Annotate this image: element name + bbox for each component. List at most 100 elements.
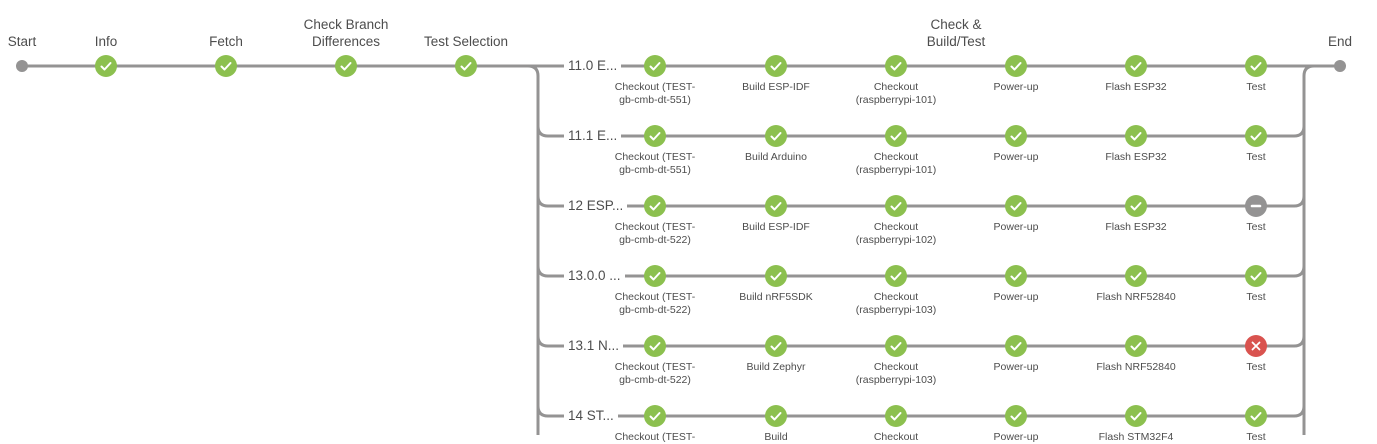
check-icon [220, 62, 232, 71]
step-status-node[interactable] [1125, 55, 1147, 77]
step-label: Test [1246, 221, 1266, 233]
step-status-node[interactable] [885, 405, 907, 427]
step-label: Checkout(raspberrypi-103) [855, 291, 937, 316]
step-status-node[interactable] [644, 335, 666, 357]
step-label: Build Zephyr [746, 361, 806, 373]
branch-label[interactable]: 13.0.0 ... [564, 267, 625, 284]
check-icon [770, 342, 782, 351]
step-status-node[interactable] [1005, 265, 1027, 287]
step-status-node[interactable] [1245, 195, 1267, 217]
branch-label[interactable]: 11.0 E... [564, 57, 622, 74]
step-label: Build ESP-IDF [742, 221, 810, 233]
step-status-node[interactable] [885, 195, 907, 217]
check-icon [1130, 412, 1142, 421]
step-label: Checkout(raspberrypi-101) [855, 151, 937, 176]
check-icon [1010, 202, 1022, 211]
step-status-node[interactable] [885, 265, 907, 287]
step-status-node[interactable] [644, 265, 666, 287]
step-label: Checkout(raspberrypi-101) [855, 81, 937, 106]
stage-title: End [1327, 34, 1353, 49]
step-status-node[interactable] [765, 405, 787, 427]
step-status-node[interactable] [1245, 55, 1267, 77]
stage-status-node[interactable] [215, 55, 237, 77]
step-status-node[interactable] [1005, 125, 1027, 147]
step-label: Power-up [993, 81, 1039, 93]
step-label: Build ESP-IDF [742, 81, 810, 93]
check-icon [770, 202, 782, 211]
step-status-node[interactable] [1245, 335, 1267, 357]
step-label: Checkout [873, 431, 919, 443]
step-status-node[interactable] [1005, 335, 1027, 357]
check-icon [890, 132, 902, 141]
pipeline-graph: 11.0 E... Checkout (TEST-gb-cmb-dt-551) Bu… [7, 17, 1353, 443]
step-label: Flash ESP32 [1105, 221, 1167, 233]
step-status-node[interactable] [885, 335, 907, 357]
stage-status-node[interactable] [335, 55, 357, 77]
check-icon [1130, 272, 1142, 281]
step-status-node[interactable] [765, 335, 787, 357]
step-label: Checkout (TEST-gb-cmb-dt-551) [614, 81, 696, 106]
check-icon [770, 412, 782, 421]
step-status-node[interactable] [1245, 405, 1267, 427]
step-status-node[interactable] [1125, 195, 1147, 217]
check-icon [1250, 272, 1262, 281]
step-status-node[interactable] [765, 125, 787, 147]
check-icon [1130, 132, 1142, 141]
step-status-node[interactable] [1125, 125, 1147, 147]
step-status-node[interactable] [1245, 265, 1267, 287]
step-status-node[interactable] [1005, 55, 1027, 77]
check-icon [460, 62, 472, 71]
step-label: Flash ESP32 [1105, 81, 1167, 93]
check-icon [1010, 342, 1022, 351]
branch-label[interactable]: 12 ESP... [564, 197, 628, 214]
step-status-node[interactable] [1125, 335, 1147, 357]
check-icon [1250, 62, 1262, 71]
branch-label[interactable]: 11.1 E... [564, 127, 622, 144]
check-icon [890, 272, 902, 281]
step-status-node[interactable] [1125, 405, 1147, 427]
step-status-node[interactable] [885, 55, 907, 77]
step-status-node[interactable] [765, 265, 787, 287]
minus-icon [1250, 204, 1262, 208]
check-icon [649, 202, 661, 211]
check-icon [649, 62, 661, 71]
check-icon [1010, 62, 1022, 71]
branch-label[interactable]: 14 ST... [564, 407, 618, 424]
check-icon [890, 342, 902, 351]
check-icon [770, 132, 782, 141]
check-icon [649, 132, 661, 141]
step-label: Power-up [993, 361, 1039, 373]
stage-title: Start [7, 34, 37, 49]
branch-label[interactable]: 13.1 N... [564, 337, 624, 354]
step-label: Power-up [993, 431, 1039, 443]
step-status-node[interactable] [1245, 125, 1267, 147]
check-icon [770, 272, 782, 281]
step-label: Test [1246, 431, 1266, 443]
step-status-node[interactable] [644, 405, 666, 427]
check-icon [1250, 412, 1262, 421]
step-label: Flash ESP32 [1105, 151, 1167, 163]
stage-title: Test Selection [423, 34, 509, 49]
step-status-node[interactable] [1005, 405, 1027, 427]
step-label: Flash NRF52840 [1096, 291, 1176, 303]
check-icon [1010, 412, 1022, 421]
step-label: Power-up [993, 291, 1039, 303]
step-status-node[interactable] [885, 125, 907, 147]
step-status-node[interactable] [644, 195, 666, 217]
step-label: Flash NRF52840 [1096, 361, 1176, 373]
check-icon [649, 342, 661, 351]
step-status-node[interactable] [765, 195, 787, 217]
step-status-node[interactable] [644, 55, 666, 77]
start-node [16, 60, 28, 72]
step-status-node[interactable] [1005, 195, 1027, 217]
step-label: Power-up [993, 221, 1039, 233]
check-icon [1130, 202, 1142, 211]
check-icon [890, 412, 902, 421]
stage-status-node[interactable] [95, 55, 117, 77]
step-status-node[interactable] [765, 55, 787, 77]
stage-status-node[interactable] [455, 55, 477, 77]
step-label: Flash STM32F4 [1098, 431, 1174, 443]
step-label: Test [1246, 361, 1266, 373]
step-status-node[interactable] [644, 125, 666, 147]
step-status-node[interactable] [1125, 265, 1147, 287]
